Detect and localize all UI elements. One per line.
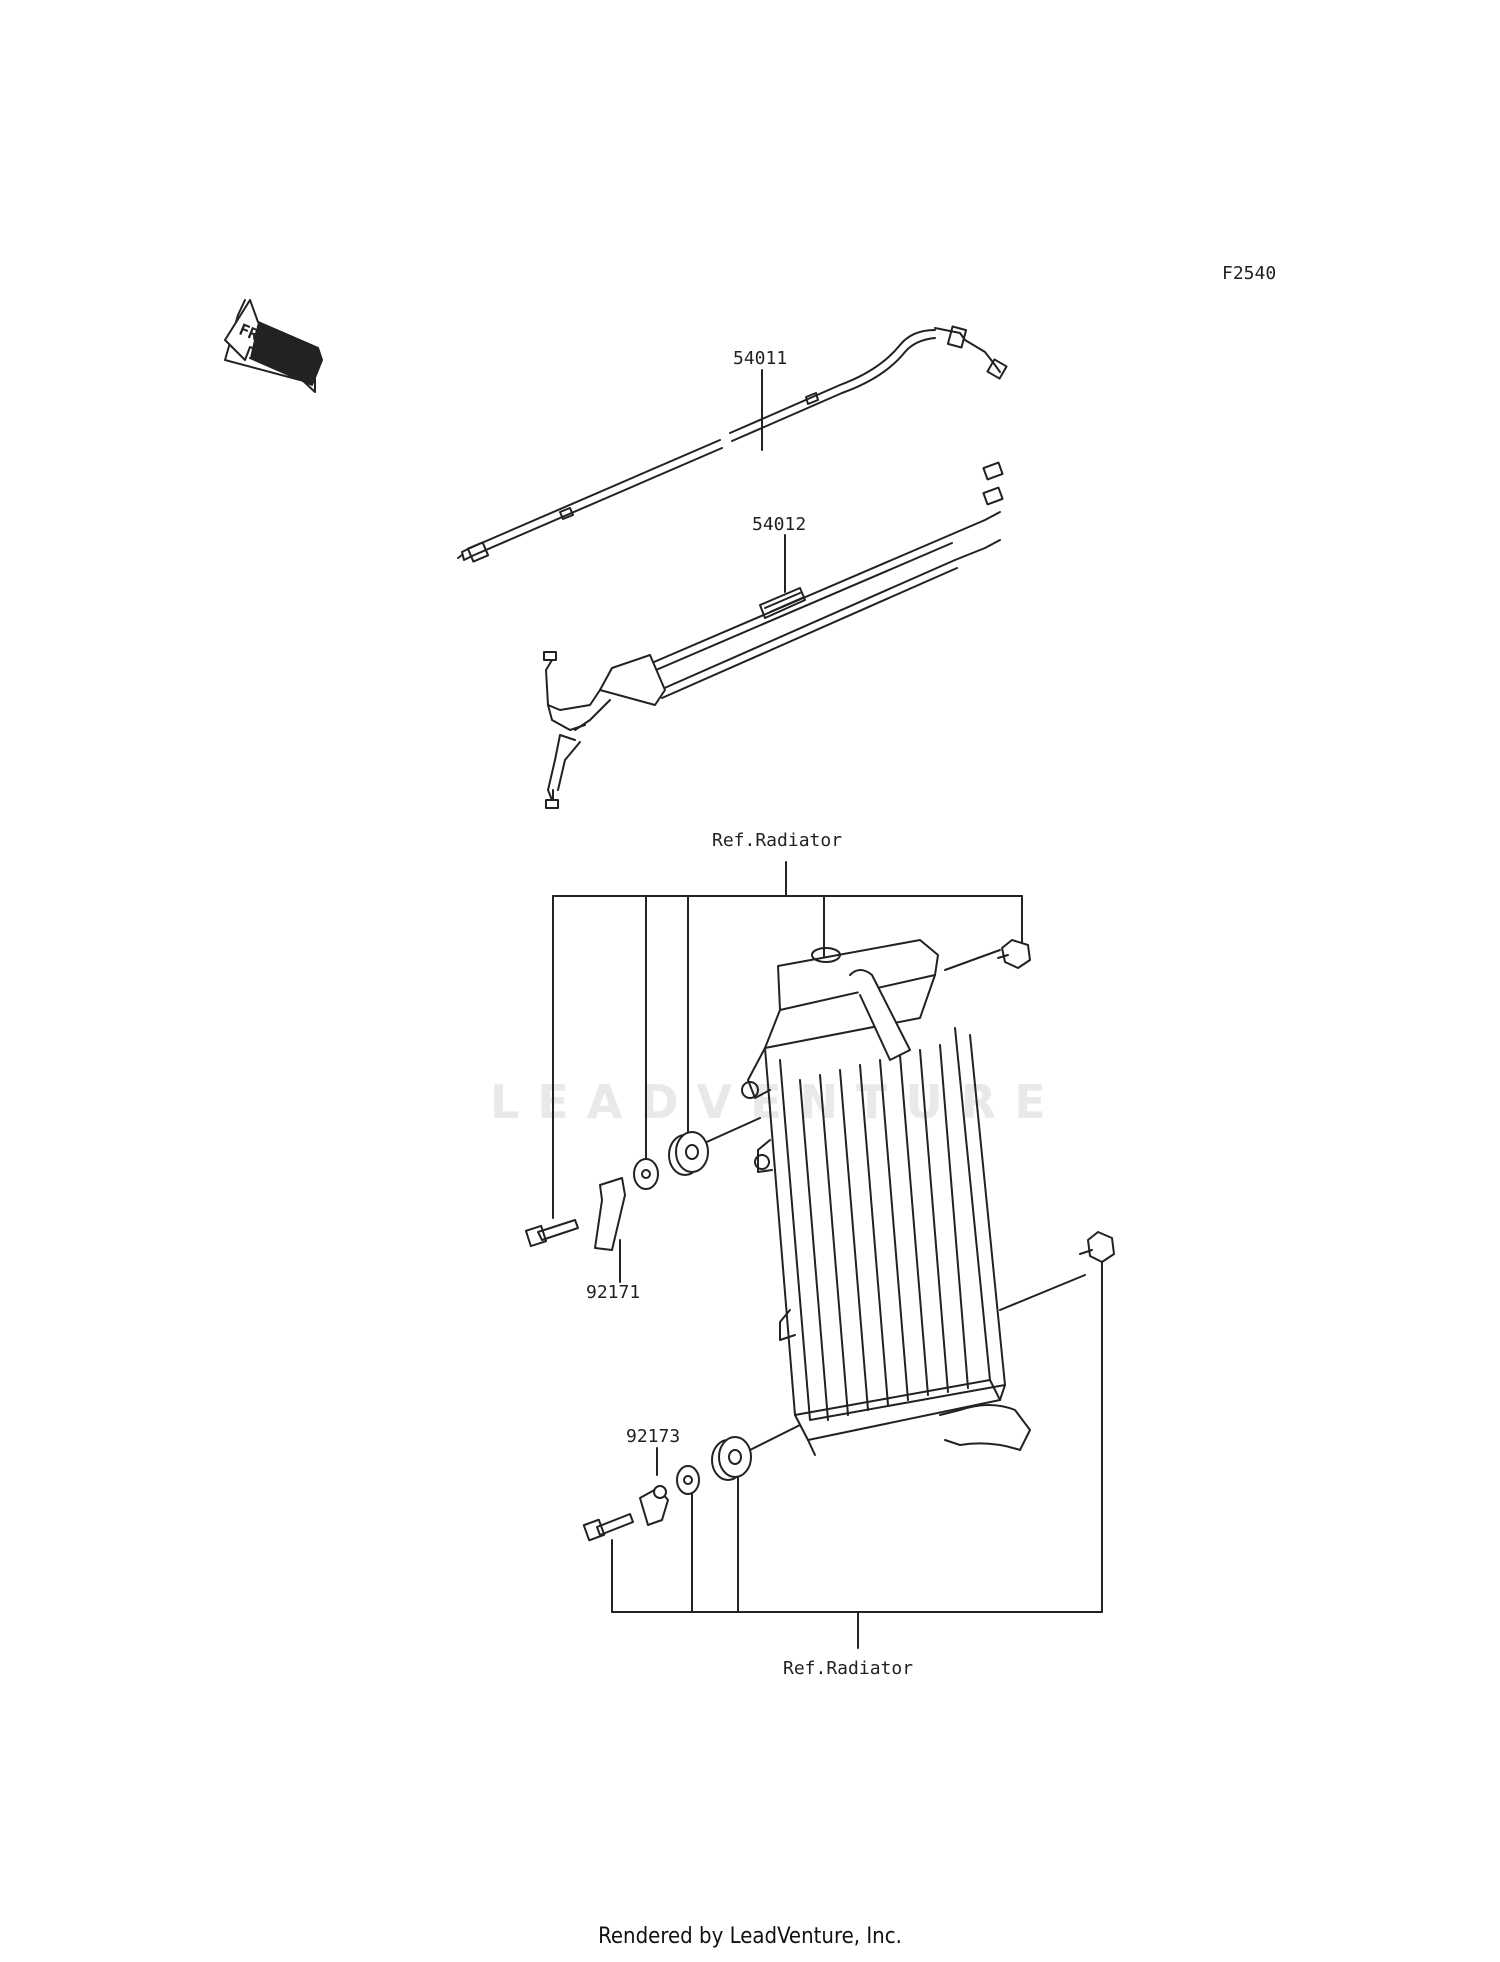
ref-leader-bottom <box>611 1249 1103 1649</box>
throttle-cable-54011 <box>457 325 1008 563</box>
diagram-code: F2540 <box>1222 263 1277 284</box>
part-number-92171[interactable]: 92171 <box>586 1282 641 1303</box>
bracket-92171 <box>594 1177 626 1251</box>
grommet-upper-left <box>668 1131 709 1176</box>
ref-radiator-top: Ref.Radiator <box>712 830 843 851</box>
washer-lower <box>676 1465 700 1495</box>
grommet-bottom-right <box>1079 1231 1115 1263</box>
washer-upper <box>633 1158 659 1190</box>
grommet-lower-left <box>711 1436 752 1481</box>
front-arrow-icon <box>224 299 323 393</box>
throttle-cable-54012 <box>543 461 1004 809</box>
radiator <box>699 939 1086 1456</box>
ref-radiator-bottom: Ref.Radiator <box>783 1658 914 1679</box>
part-number-54011[interactable]: 54011 <box>733 348 788 369</box>
part-number-92173[interactable]: 92173 <box>626 1426 681 1447</box>
footer-credit: Rendered by LeadVenture, Inc. <box>598 1924 902 1949</box>
bolt-upper <box>524 1219 579 1248</box>
ref-leader-top <box>552 861 1023 1219</box>
bolt-lower <box>582 1513 634 1542</box>
grommet-top-right <box>997 939 1031 969</box>
part-number-54012[interactable]: 54012 <box>752 514 807 535</box>
clamp-92173 <box>639 1485 669 1526</box>
